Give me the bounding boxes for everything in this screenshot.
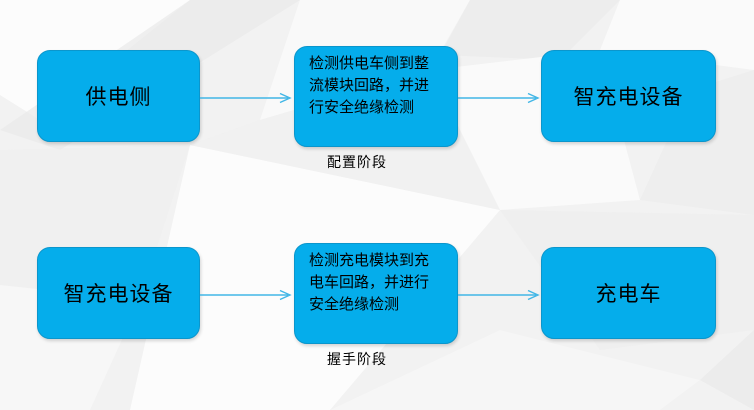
node-row2-target[interactable]: 充电车 [541, 247, 716, 339]
arrow-row1-process-to-target [458, 91, 542, 105]
node-row2-target-label: 充电车 [595, 283, 662, 306]
node-row1-target[interactable]: 智充电设备 [541, 50, 716, 142]
caption-row2: 握手阶段 [327, 351, 387, 367]
node-row1-target-label: 智充电设备 [573, 86, 684, 109]
node-row1-process-label: 检测供电车侧到整流模块回路，并进行安全绝缘检测 [309, 55, 430, 116]
arrow-row2-process-to-target [458, 288, 542, 302]
node-row2-process[interactable]: 检测充电模块到充电车回路，并进行安全绝缘检测 [294, 243, 458, 344]
node-row1-source-label: 供电侧 [85, 86, 152, 109]
node-row1-process[interactable]: 检测供电车侧到整流模块回路，并进行安全绝缘检测 [294, 46, 458, 147]
arrow-row2-source-to-process [200, 288, 294, 302]
node-row2-source[interactable]: 智充电设备 [37, 247, 200, 339]
node-row2-process-label: 检测充电模块到充电车回路，并进行安全绝缘检测 [309, 252, 430, 313]
caption-row1: 配置阶段 [327, 154, 387, 170]
arrow-row1-source-to-process [200, 91, 294, 105]
node-row2-source-label: 智充电设备 [63, 283, 174, 306]
node-row1-source[interactable]: 供电侧 [37, 50, 200, 142]
